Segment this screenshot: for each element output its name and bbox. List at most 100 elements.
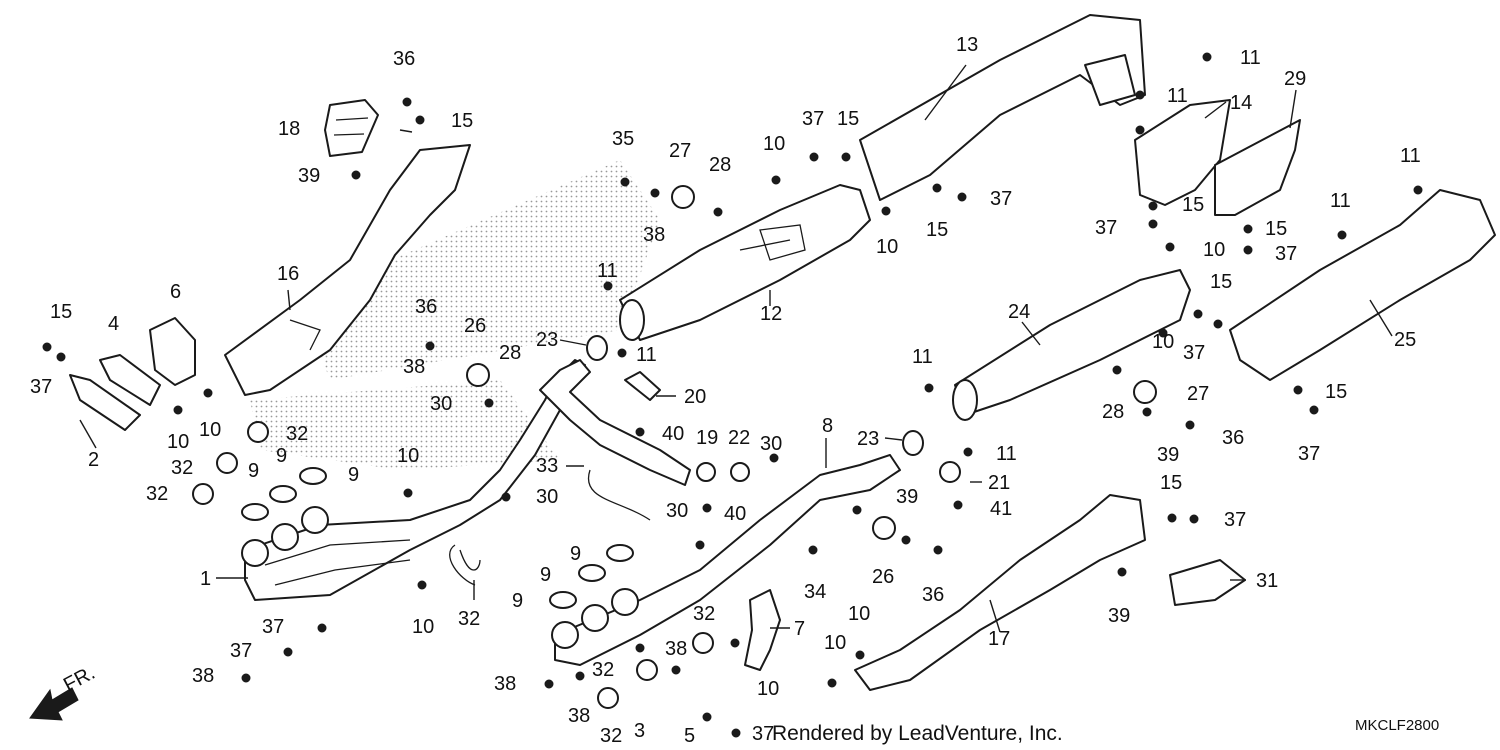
part-label: 40	[724, 503, 746, 525]
pipe-port-a	[241, 539, 269, 567]
part-label: 1	[200, 568, 211, 590]
front-direction-arrow	[29, 687, 79, 721]
part-label: 30	[760, 433, 782, 455]
cover-13-end	[1084, 54, 1136, 106]
part-label: 7	[794, 618, 805, 640]
part-label: 34	[804, 581, 826, 603]
exhaust-pipe-8	[554, 454, 901, 666]
part-label: 2	[88, 449, 99, 471]
part-label: 21	[988, 472, 1010, 494]
part-label: 26	[464, 315, 486, 337]
part-label: 37	[802, 108, 824, 130]
part-label: 30	[430, 393, 452, 415]
gasket-23a	[586, 335, 608, 361]
part-label: 9	[540, 564, 551, 586]
part-label: 25	[1394, 329, 1416, 351]
muffler-24	[954, 269, 1191, 416]
part-label: 32	[600, 725, 622, 747]
part-label: 8	[822, 415, 833, 437]
clamp-32f	[597, 687, 619, 709]
pipe-8-port-c	[611, 588, 639, 616]
clamp-32d	[692, 632, 714, 654]
muffler-cover-13	[859, 14, 1146, 201]
joint-cover-4	[99, 354, 161, 406]
gasket-9f	[549, 591, 577, 609]
shading-area-lower	[250, 380, 560, 470]
part-label: 10	[876, 236, 898, 258]
part-label: 11	[1400, 145, 1421, 167]
part-label: 4	[108, 313, 119, 335]
part-label: 37	[1298, 443, 1320, 465]
sensor-33-wire	[449, 544, 481, 586]
leader-lines	[79, 64, 1393, 633]
part-label: 5	[684, 725, 695, 747]
part-label: 6	[170, 281, 181, 303]
clamp-32a	[247, 421, 269, 443]
part-label: 17	[988, 628, 1010, 650]
damper-21	[939, 461, 961, 483]
part-label: 39	[896, 486, 918, 508]
part-label: 38	[665, 638, 687, 660]
part-label: 22	[728, 427, 750, 449]
part-label: 39	[1157, 444, 1179, 466]
sensor-34-wire	[587, 469, 651, 521]
part-label: 26	[872, 566, 894, 588]
part-label: 15	[837, 108, 859, 130]
gasket-9e	[578, 564, 606, 582]
part-label: 37	[990, 188, 1012, 210]
part-label: 23	[536, 329, 558, 351]
part-label: 24	[1008, 301, 1030, 323]
heat-shield-left	[224, 144, 471, 396]
part-label: 37	[752, 723, 774, 745]
part-label: 10	[167, 431, 189, 453]
part-label: 9	[348, 464, 359, 486]
hardware-markers	[42, 52, 1423, 738]
clamp-20	[624, 371, 661, 401]
collar-19	[696, 462, 716, 482]
part-label: 9	[276, 445, 287, 467]
heat-shield-17	[854, 494, 1146, 691]
part-label: 9	[512, 590, 523, 612]
part-label: 15	[1210, 271, 1232, 293]
part-label: 20	[684, 386, 706, 408]
part-label: 35	[612, 128, 634, 150]
part-label: 32	[146, 483, 168, 505]
bracket-7	[744, 589, 781, 671]
part-label: 32	[693, 603, 715, 625]
part-label: 36	[415, 296, 437, 318]
part-label: 32	[458, 608, 480, 630]
part-label: 18	[278, 118, 300, 140]
part-label: 37	[230, 640, 252, 662]
part-label: 29	[1284, 68, 1306, 90]
part-label: 11	[912, 346, 933, 368]
part-label: 37	[1224, 509, 1246, 531]
pipe-port-b	[271, 523, 299, 551]
part-label: 28	[499, 342, 521, 364]
part-label: 9	[570, 543, 581, 565]
joint-cover-2	[69, 374, 141, 431]
part-label: 11	[636, 344, 657, 366]
part-label: 38	[403, 356, 425, 378]
part-label: 37	[262, 616, 284, 638]
part-label: 41	[990, 498, 1012, 520]
diagram-code: MKCLF2800	[1355, 717, 1439, 734]
part-label: 15	[1160, 472, 1182, 494]
part-label: 11	[996, 443, 1017, 465]
part-label: 10	[1152, 331, 1174, 353]
part-label: 11	[597, 260, 618, 282]
pipe-port-c	[301, 506, 329, 534]
clamp-32e	[636, 659, 658, 681]
part-label: 28	[1102, 401, 1124, 423]
part-label: 36	[922, 584, 944, 606]
part-label: 11	[1240, 47, 1261, 69]
part-label: 32	[171, 457, 193, 479]
part-label: 31	[1256, 570, 1278, 592]
collar-22	[730, 462, 750, 482]
part-label: 15	[451, 110, 473, 132]
part-label: 33	[536, 455, 558, 477]
part-label: 10	[763, 133, 785, 155]
cover-29	[1214, 119, 1301, 216]
muffler-cover-25	[1229, 189, 1496, 381]
y-pipe	[539, 359, 691, 486]
gasket-23b	[902, 430, 924, 456]
